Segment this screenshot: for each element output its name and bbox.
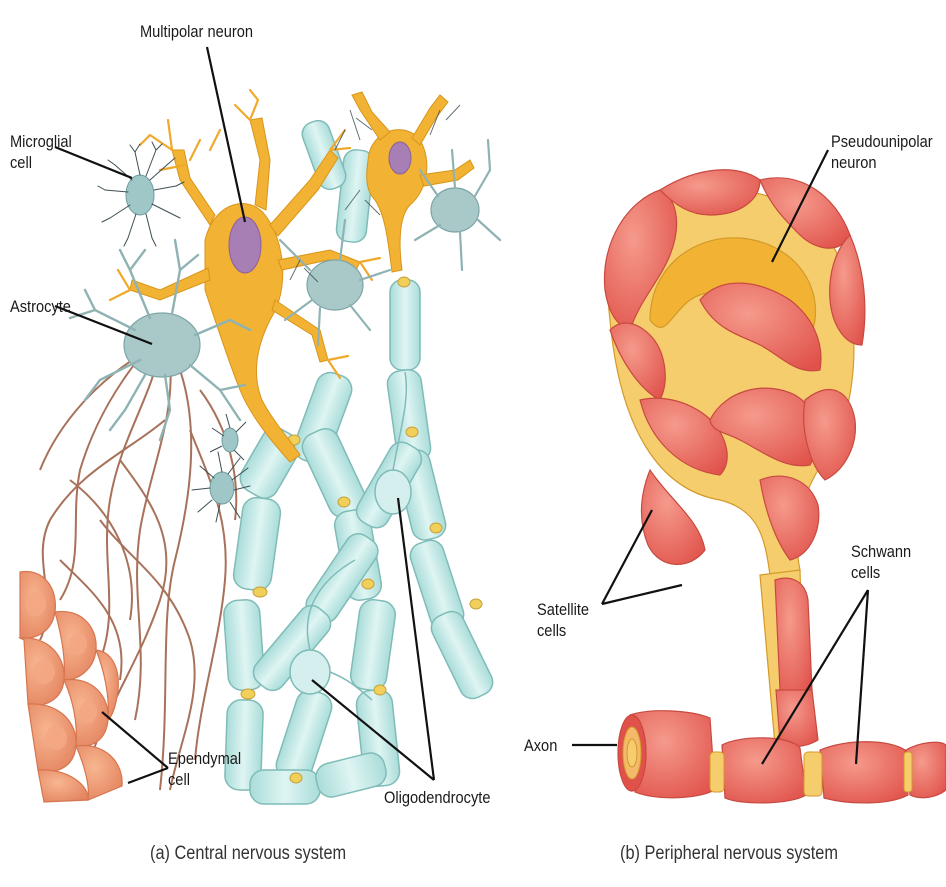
label-line: cell — [168, 769, 241, 790]
label-multipolar-neuron: Multipolar neuron — [140, 21, 253, 42]
neuron-nucleus — [229, 217, 261, 273]
label-axon: Axon — [524, 735, 557, 756]
label-oligodendrocyte: Oligodendrocyte — [384, 787, 490, 808]
label-astrocyte: Astrocyte — [10, 296, 71, 317]
microglial-cell-lower — [192, 414, 250, 522]
caption-peripheral-nervous-system: (b) Peripheral nervous system — [620, 843, 838, 865]
neuron-nucleus-second — [389, 142, 411, 174]
label-line: neuron — [831, 152, 933, 173]
label-line: Ependymal — [168, 748, 241, 769]
label-line: cells — [537, 620, 589, 641]
label-pseudounipolar-neuron: Pseudounipolar neuron — [831, 131, 933, 173]
caption-central-nervous-system: (a) Central nervous system — [150, 843, 346, 865]
astrocyte-main — [124, 313, 200, 377]
label-microglial-cell: Microglial cell — [10, 131, 72, 173]
label-line: Pseudounipolar — [831, 131, 933, 152]
label-line: Satellite — [537, 599, 589, 620]
label-ependymal-cell: Ependymal cell — [168, 748, 241, 790]
label-line: Microglial — [10, 131, 72, 152]
multipolar-neuron-second — [352, 92, 474, 272]
cns-illustration — [20, 90, 500, 804]
microglial-cell — [98, 142, 184, 246]
label-line: Schwann — [851, 541, 911, 562]
label-schwann-cells: Schwann cells — [851, 541, 911, 583]
label-line: cells — [851, 562, 911, 583]
label-satellite-cells: Satellite cells — [537, 599, 589, 641]
axon-cross-section — [618, 715, 646, 791]
label-line: cell — [10, 152, 72, 173]
pns-illustration — [604, 170, 946, 803]
